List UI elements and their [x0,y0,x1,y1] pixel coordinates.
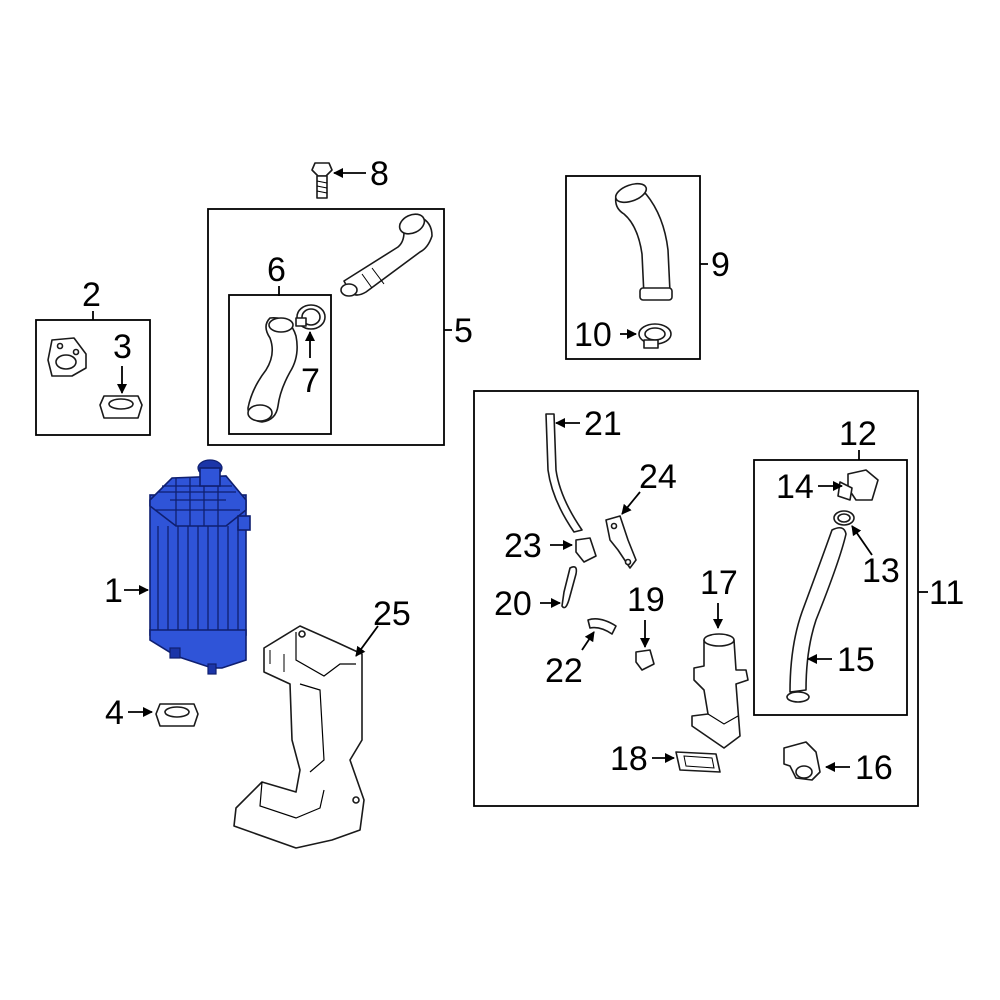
callout-15[interactable]: 15 [837,641,875,679]
callout-13[interactable]: 13 [862,552,900,590]
callout-2[interactable]: 2 [82,276,101,314]
air-duct-part-25[interactable] [233,625,365,849]
hose-part-15[interactable] [786,526,847,703]
clamp-part-7[interactable] [295,304,326,330]
sensor-part-19[interactable] [635,649,655,671]
callout-25[interactable]: 25 [373,595,411,633]
intercooler-part-1[interactable] [149,459,251,675]
callout-8[interactable]: 8 [370,155,389,193]
group-box-5 [207,208,445,446]
callout-1[interactable]: 1 [104,572,123,610]
group-box-11 [473,390,919,807]
outlet-pipe-part-17[interactable] [691,633,749,749]
hose-part-20[interactable] [561,566,578,609]
bracket-part-24[interactable] [605,515,637,569]
intake-pipe-part-5[interactable] [340,210,433,297]
callout-4[interactable]: 4 [105,694,124,732]
hose-part-22[interactable] [587,618,617,635]
callout-3[interactable]: 3 [113,328,132,366]
pipe-part-9[interactable] [613,180,673,301]
group-box-9 [565,175,701,360]
hose-part-21[interactable] [545,413,583,533]
bracket-part-2[interactable] [47,337,87,377]
callout-24[interactable]: 24 [639,458,677,496]
clip-part-23[interactable] [575,537,597,563]
callout-7[interactable]: 7 [301,362,320,400]
leader-22 [581,631,595,651]
callout-21[interactable]: 21 [584,405,622,443]
leader-24 [621,491,641,515]
group-box-6 [228,294,332,435]
leader-13 [851,525,873,556]
cap-part-3[interactable] [99,395,143,419]
gasket-part-18[interactable] [675,751,721,773]
clamp-part-10[interactable] [638,323,672,349]
callout-18[interactable]: 18 [610,740,648,778]
bolt-part-8[interactable] [311,162,333,199]
callout-16[interactable]: 16 [855,749,893,787]
callout-22[interactable]: 22 [545,652,583,690]
connector-part-16[interactable] [783,741,821,781]
callout-14[interactable]: 14 [776,468,814,506]
callout-11[interactable]: 11 [929,574,964,612]
valve-part-14[interactable] [837,469,879,501]
clamp-part-13[interactable] [833,510,855,526]
group-box-12 [753,459,908,716]
callout-6[interactable]: 6 [267,251,286,289]
hose-part-6[interactable] [247,317,298,423]
leader-25 [355,625,379,657]
callout-12[interactable]: 12 [839,415,877,453]
callout-9[interactable]: 9 [711,246,730,284]
callout-23[interactable]: 23 [504,527,542,565]
callout-17[interactable]: 17 [700,564,738,602]
callout-19[interactable]: 19 [627,581,665,619]
callout-10[interactable]: 10 [574,316,612,354]
cap-part-4[interactable] [155,703,199,727]
callout-20[interactable]: 20 [494,585,532,623]
callout-5[interactable]: 5 [454,312,473,350]
